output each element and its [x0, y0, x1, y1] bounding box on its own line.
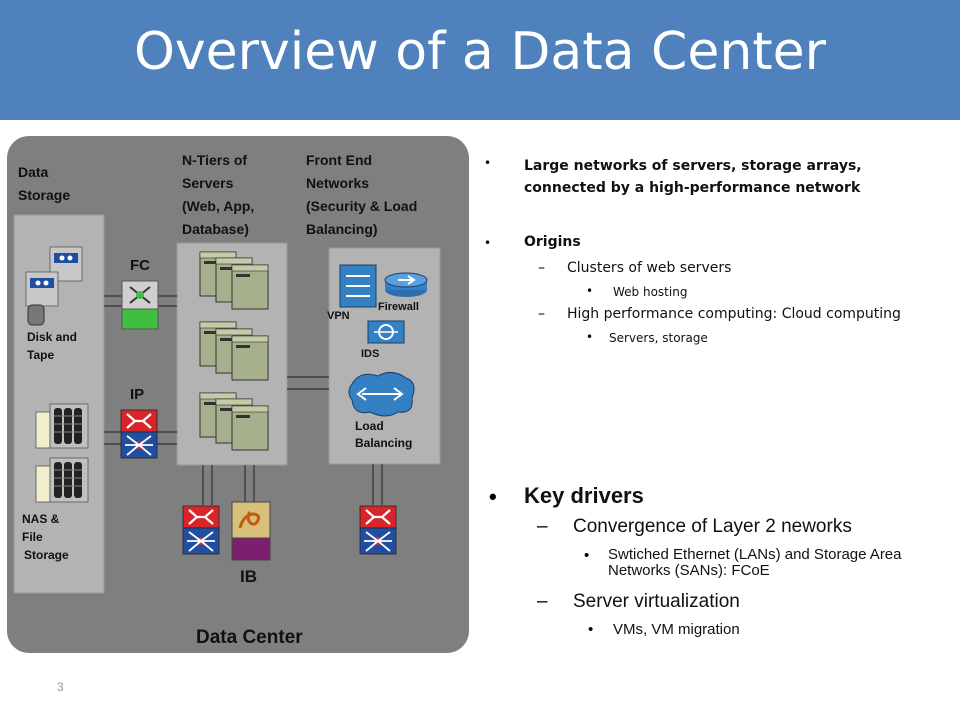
ntiers-label-line: N-Tiers of [182, 152, 247, 168]
bullet-dot-icon: • [484, 236, 492, 250]
ib-switch-icon [231, 501, 271, 561]
bullet-dot-icon: • [586, 330, 594, 344]
frontend-label-line: Front End [306, 152, 372, 168]
dash-marker-icon: – [538, 306, 545, 322]
data-storage-label-1: Data [18, 164, 49, 180]
bullet-item-2-sub-2-sub-1: Servers, storage [609, 331, 708, 345]
data-storage-label-2: Storage [18, 187, 70, 203]
bullet-dot-icon: • [484, 156, 492, 170]
slide-title: Overview of a Data Center [133, 22, 827, 82]
key-drivers-sub-2-sub-1: VMs, VM migration [613, 621, 740, 638]
frontend-label-line: Networks [306, 175, 369, 191]
disk-tape-icon [25, 246, 83, 326]
bullet-item-1: Large networks of servers, storage array… [524, 158, 862, 196]
bullet-dot-icon: • [489, 484, 497, 509]
load-balancer-icon [348, 372, 415, 417]
bullet-dot-icon: • [584, 547, 590, 564]
ntiers-label-line: (Web, App, [182, 198, 254, 214]
bullet-item-2-sub-2: High performance computing: Cloud comput… [567, 306, 901, 322]
vpn-icon [339, 264, 377, 308]
key-drivers-heading: Key drivers [524, 483, 644, 508]
disk-tape-label-line: Tape [27, 348, 54, 362]
title-bar [0, 0, 960, 120]
nas-label-line: NAS & [22, 512, 60, 526]
ntiers-label-line: Servers [182, 175, 234, 191]
firewall-label: Firewall [378, 301, 419, 313]
firewall-icon [384, 272, 428, 297]
ids-icon [367, 320, 405, 344]
ip-label: IP [130, 386, 144, 403]
bullet-item-2-sub-1-sub-1: Web hosting [613, 285, 688, 299]
page-number: 3 [57, 680, 64, 694]
dash-marker-icon: – [537, 591, 548, 612]
ids-label: IDS [361, 348, 379, 360]
key-drivers-sub-2: Server virtualization [573, 591, 740, 612]
bullet-dot-icon: • [588, 621, 594, 638]
dash-marker-icon: – [538, 260, 545, 276]
ib-label: IB [240, 567, 257, 586]
bullet-item-2-sub-1: Clusters of web servers [567, 260, 732, 276]
frontend-label-line: Balancing) [306, 221, 378, 237]
nas-label-line: Storage [24, 548, 69, 562]
bullet-item-2: Origins [524, 234, 581, 250]
load-balancing-label-line: Balancing [355, 436, 412, 450]
bullet-dot-icon: • [586, 284, 594, 298]
frontend-switch-icon [358, 504, 398, 556]
frontend-label-line: (Security & Load [306, 198, 417, 214]
data-center-label: Data Center [196, 627, 303, 648]
fc-switch-icon [121, 280, 159, 330]
load-balancing-label-line: Load [355, 419, 384, 433]
vpn-label: VPN [327, 310, 350, 322]
ip-switch-icon [119, 408, 159, 460]
nas-label-line: File [22, 530, 43, 544]
dash-marker-icon: – [537, 516, 548, 537]
fc-label: FC [130, 257, 150, 274]
disk-tape-label-line: Disk and [27, 330, 77, 344]
ib-left-switch-icon [181, 504, 221, 556]
key-drivers-sub-1-sub-1: Swtiched Ethernet (LANs) and Storage Are… [608, 546, 902, 579]
key-drivers-sub-1: Convergence of Layer 2 neworks [573, 516, 852, 537]
ntiers-label-line: Database) [182, 221, 249, 237]
